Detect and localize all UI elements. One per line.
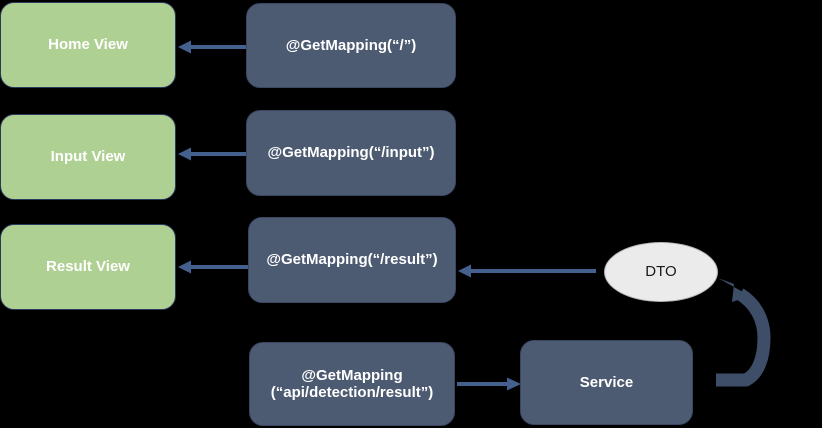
node-result-view[interactable]: Result View — [0, 224, 176, 310]
node-dto-label: DTO — [645, 263, 677, 281]
node-mapping-input-label: @GetMapping(“/input”) — [267, 144, 435, 162]
edge-mapping-api-to-service — [457, 373, 521, 395]
node-home-view-label: Home View — [48, 36, 128, 54]
edge-mapping-input-to-input-view — [178, 143, 248, 165]
node-mapping-root-label: @GetMapping(“/”) — [285, 36, 417, 54]
edge-dto-to-mapping-result — [458, 260, 598, 282]
edge-mapping-result-to-result-view — [178, 256, 250, 278]
node-dto[interactable]: DTO — [604, 242, 718, 302]
node-service-label: Service — [579, 373, 634, 391]
node-mapping-api[interactable]: @GetMapping (“api/detection/result”) — [249, 342, 455, 426]
node-home-view[interactable]: Home View — [0, 2, 176, 88]
node-input-view-label: Input View — [50, 148, 126, 166]
node-mapping-input[interactable]: @GetMapping(“/input”) — [246, 110, 456, 196]
node-input-view[interactable]: Input View — [0, 114, 176, 200]
node-mapping-api-label: @GetMapping (“api/detection/result”) — [270, 366, 434, 401]
node-result-view-label: Result View — [46, 258, 130, 276]
edge-service-to-dto — [694, 262, 784, 387]
node-mapping-result[interactable]: @GetMapping(“/result”) — [248, 217, 456, 303]
node-service[interactable]: Service — [520, 340, 693, 425]
edge-mapping-root-to-home-view — [178, 36, 248, 58]
node-mapping-result-label: @GetMapping(“/result”) — [266, 251, 438, 269]
node-mapping-root[interactable]: @GetMapping(“/”) — [246, 3, 456, 88]
